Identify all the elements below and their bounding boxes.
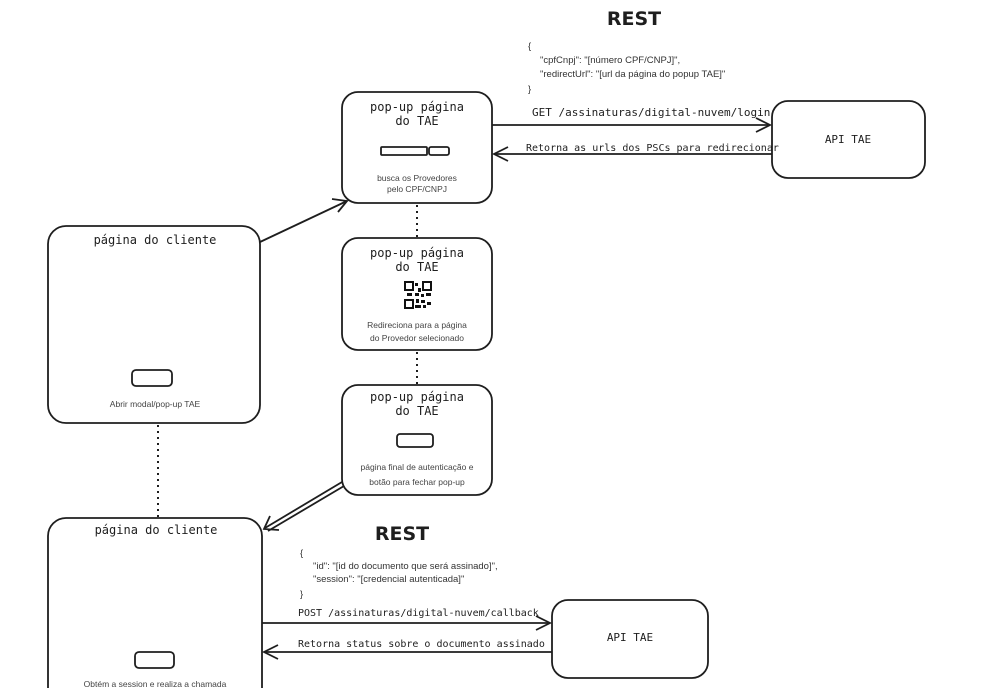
popup-desc: botão para fechar pop-up bbox=[369, 477, 465, 487]
popup-title: do TAE bbox=[395, 114, 438, 128]
popup-page-2: pop-up página do TAE Redireciona para a … bbox=[341, 237, 493, 351]
response-label: Retorna status sobre o documento assinad… bbox=[298, 639, 545, 650]
get-arrow: GET /assinaturas/digital-nuvem/login bbox=[492, 106, 773, 133]
open-modal-button-mock bbox=[131, 369, 173, 387]
post-arrow: POST /assinaturas/digital-nuvem/callback bbox=[262, 608, 553, 631]
popup-desc: Redireciona para a página bbox=[367, 320, 467, 330]
json-line: "id": "[id do documento que será assinad… bbox=[313, 561, 498, 572]
popup-title: do TAE bbox=[395, 260, 438, 274]
popup-desc: busca os Provedores bbox=[377, 173, 457, 183]
json-line: { bbox=[300, 548, 303, 559]
json-payload-bottom: { "id": "[id do documento que será assin… bbox=[300, 548, 498, 600]
api-tae-box-1: API TAE bbox=[771, 100, 926, 179]
response-label: Retorna as urls dos PSCs para redirecion… bbox=[526, 143, 779, 154]
client-desc: Abrir modal/pop-up TAE bbox=[110, 399, 201, 409]
request-label: POST /assinaturas/digital-nuvem/callback bbox=[298, 608, 539, 619]
response-arrow-2: Retorna status sobre o documento assinad… bbox=[261, 639, 552, 660]
api-label: API TAE bbox=[607, 631, 653, 644]
return-to-client-arrow bbox=[262, 481, 345, 532]
json-line: "session": "[credencial autenticada]" bbox=[313, 574, 464, 585]
popup-desc: do Provedor selecionado bbox=[370, 333, 464, 343]
rest-title-bottom: REST bbox=[375, 523, 429, 545]
cpf-input-mock bbox=[380, 146, 428, 156]
callback-button-mock bbox=[134, 651, 175, 669]
popup-desc: pelo CPF/CNPJ bbox=[387, 184, 447, 194]
close-popup-button-mock bbox=[396, 433, 434, 448]
client-page-2: página do cliente Obtém a session e real… bbox=[47, 517, 263, 688]
response-arrow-1: Retorna as urls dos PSCs para redirecion… bbox=[491, 143, 779, 162]
popup-page-1: pop-up página do TAE busca os Provedores… bbox=[341, 91, 493, 204]
json-line: } bbox=[300, 589, 303, 600]
popup-title: pop-up página bbox=[370, 100, 464, 114]
popup-title: pop-up página bbox=[370, 246, 464, 260]
api-tae-box-2: API TAE bbox=[551, 599, 709, 679]
json-line: { bbox=[528, 41, 531, 52]
api-label: API TAE bbox=[825, 133, 871, 146]
client-title: página do cliente bbox=[94, 233, 217, 247]
open-popup-arrow bbox=[259, 198, 349, 243]
search-button-mock bbox=[428, 146, 450, 156]
popup-title: pop-up página bbox=[370, 390, 464, 404]
json-line: "redirectUrl": "[url da página do popup … bbox=[540, 69, 725, 80]
client-title: página do cliente bbox=[95, 523, 218, 537]
rest-title-top: REST bbox=[607, 8, 661, 30]
popup-title: do TAE bbox=[395, 404, 438, 418]
client-desc: Obtém a session e realiza a chamada bbox=[84, 679, 227, 688]
popup-page-3: pop-up página do TAE página final de aut… bbox=[341, 384, 493, 496]
json-line: "cpfCnpj": "[número CPF/CNPJ]", bbox=[540, 55, 680, 66]
json-payload-top: { "cpfCnpj": "[número CPF/CNPJ]", "redir… bbox=[528, 41, 725, 95]
request-label: GET /assinaturas/digital-nuvem/login bbox=[532, 106, 770, 119]
popup-desc: página final de autenticação e bbox=[361, 462, 474, 472]
json-line: } bbox=[528, 84, 531, 95]
qr-code-icon bbox=[404, 281, 432, 309]
client-page-1: página do cliente Abrir modal/pop-up TAE bbox=[47, 225, 261, 424]
